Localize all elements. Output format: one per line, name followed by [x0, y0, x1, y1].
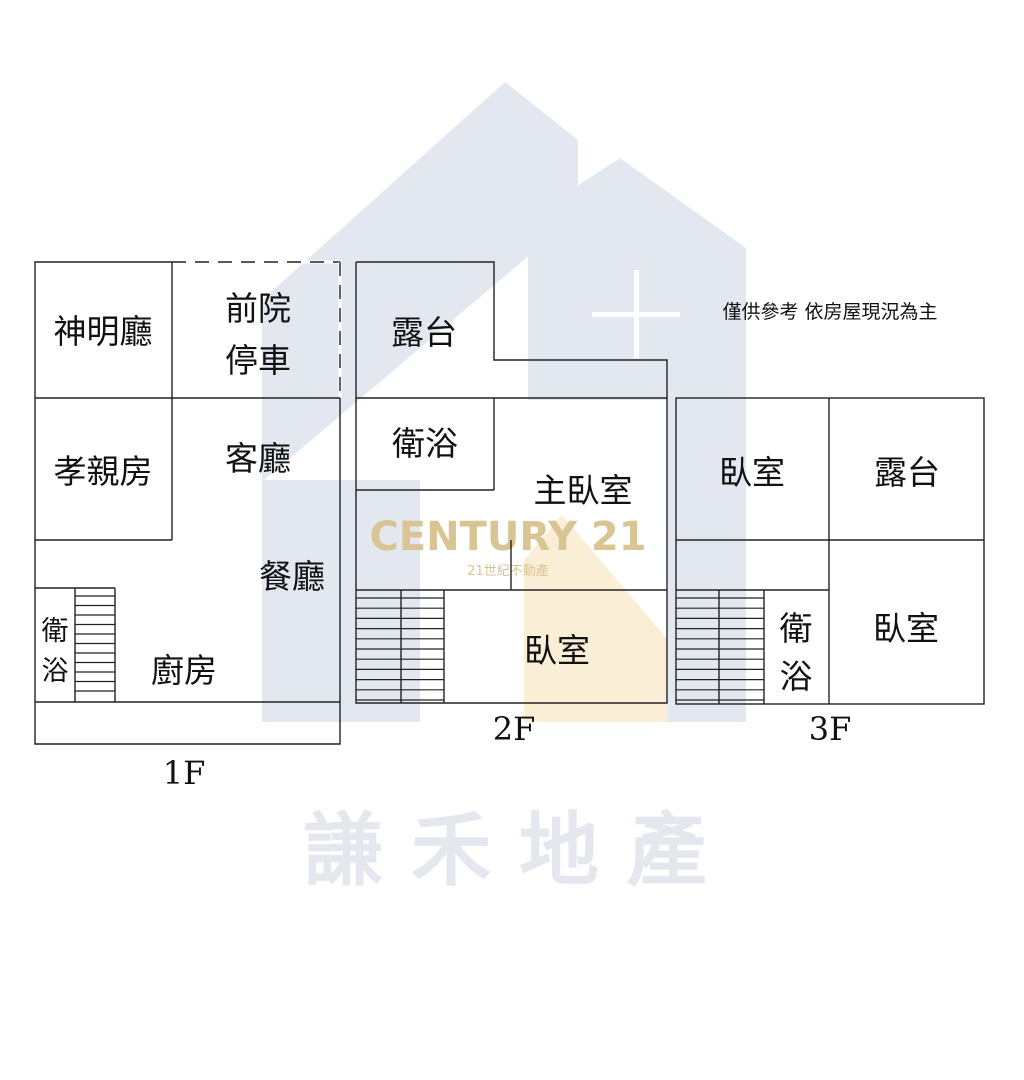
1f-room-parent: 孝親房 — [54, 452, 153, 491]
1f-stairs — [75, 595, 115, 692]
1f-outline — [34, 261, 341, 745]
watermark-brand-sub: 21世紀不動產 — [467, 563, 549, 579]
2f-room-bath: 衛浴 — [392, 424, 458, 463]
3f-room-bedroom-2: 臥室 — [873, 609, 939, 648]
2f-stairs — [356, 597, 444, 701]
1f-floor-label: 1F — [163, 754, 206, 792]
1f-room-bath-top: 衛 — [42, 616, 69, 647]
disclaimer-note: 僅供參考 依房屋現況為主 — [722, 301, 937, 323]
3f-room-bedroom-1: 臥室 — [719, 453, 785, 492]
3f-floor-label: 3F — [809, 710, 852, 748]
watermark-house-logo: CENTURY 21 21世紀不動產 — [262, 82, 746, 722]
1f-room-shrine: 神明廳 — [54, 312, 153, 351]
2f-room-master: 主臥室 — [534, 471, 633, 510]
2f-outline — [355, 261, 668, 704]
watermark-company-name: 謙 禾 地 產 — [303, 804, 707, 897]
1f-room-dining: 餐廳 — [259, 557, 325, 596]
watermark-brand-text: CENTURY 21 — [369, 514, 646, 560]
watermark-house-body — [262, 480, 420, 722]
3f-room-terrace: 露台 — [874, 453, 940, 492]
floor-1f — [34, 260, 342, 745]
watermark-accent — [524, 515, 668, 722]
1f-room-kitchen: 廚房 — [151, 651, 217, 690]
1f-room-front-yard: 前院 — [225, 289, 291, 328]
3f-room-bath-bottom: 浴 — [780, 657, 813, 696]
watermark-house-right — [528, 158, 746, 722]
1f-room-living: 客廳 — [225, 439, 291, 478]
3f-outline — [675, 397, 985, 705]
2f-floor-label: 2F — [493, 710, 536, 748]
floor-3f — [675, 397, 985, 705]
1f-room-parking: 停車 — [225, 341, 291, 380]
1f-room-bath-bottom: 浴 — [42, 656, 69, 687]
2f-room-terrace: 露台 — [391, 313, 457, 352]
3f-room-bath-top: 衛 — [780, 609, 813, 648]
2f-room-bedroom: 臥室 — [524, 631, 590, 670]
3f-stairs — [676, 597, 764, 701]
floor-2f — [355, 261, 668, 704]
